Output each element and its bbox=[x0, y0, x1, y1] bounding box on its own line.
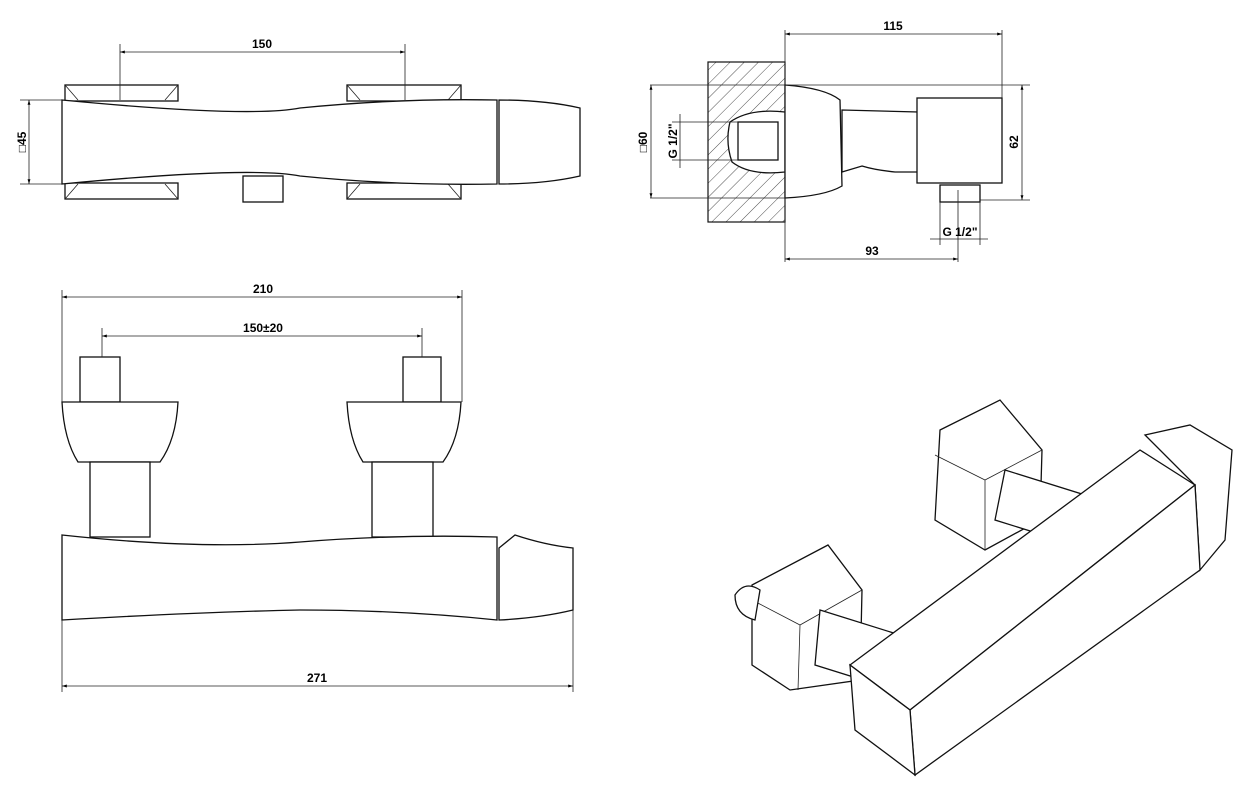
handle-top-left bbox=[64, 84, 179, 102]
dim-outlet-thread: G 1/2" bbox=[942, 225, 977, 239]
dim-height: 62 bbox=[1007, 135, 1021, 149]
dim-outlet-offset: 93 bbox=[865, 244, 879, 258]
iso-body-end bbox=[849, 663, 916, 777]
bell-right bbox=[346, 401, 462, 463]
handle-bottom-right bbox=[346, 182, 462, 200]
dim-square-60: □60 bbox=[636, 131, 650, 152]
dim-inlet-thread: G 1/2" bbox=[666, 123, 680, 158]
outlet-nut-side bbox=[939, 184, 981, 203]
front-view: 210 150±20 271 bbox=[61, 282, 574, 692]
pipe-left bbox=[89, 461, 151, 538]
dim-depth: 115 bbox=[883, 19, 903, 33]
end-cap-front bbox=[498, 534, 574, 621]
body bbox=[61, 99, 498, 185]
dim-spacing: 150 bbox=[252, 37, 272, 51]
dim-square-45: □45 bbox=[15, 131, 29, 152]
wall-bell bbox=[784, 84, 843, 199]
pipe-right bbox=[371, 461, 434, 538]
iso-knob bbox=[734, 585, 761, 621]
isometric-view bbox=[734, 399, 1233, 777]
handle-top-right bbox=[346, 84, 462, 102]
body-section bbox=[916, 97, 1003, 184]
outlet-nut bbox=[242, 175, 284, 203]
connecting-pipe bbox=[841, 109, 919, 173]
knob-right bbox=[402, 356, 442, 403]
side-view: 115 □60 G 1/2" 62 G 1/2" 93 bbox=[636, 19, 1030, 262]
dim-inlet-spacing: 150±20 bbox=[243, 321, 283, 335]
bell-left bbox=[61, 401, 179, 463]
handle-bottom-left bbox=[64, 182, 179, 200]
dim-overall-length: 271 bbox=[307, 671, 327, 685]
end-cap bbox=[498, 99, 581, 185]
top-view: 150 □45 bbox=[15, 37, 581, 203]
body-front bbox=[61, 534, 498, 621]
dim-handle-span: 210 bbox=[253, 282, 273, 296]
knob-left bbox=[79, 356, 121, 403]
inlet-fitting bbox=[737, 121, 779, 161]
